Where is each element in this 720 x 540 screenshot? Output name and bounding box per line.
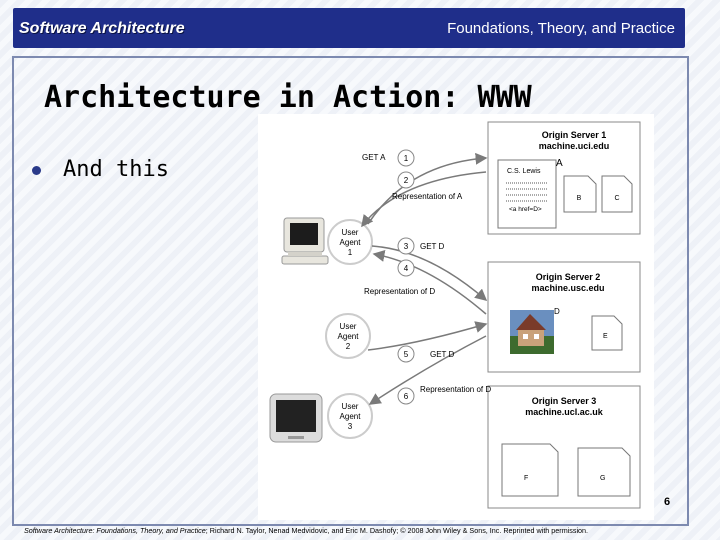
message-get-d-1: GET D — [420, 242, 445, 251]
footer-credit: Software Architecture: Foundations, Theo… — [24, 526, 588, 535]
document-g — [578, 448, 630, 496]
diagram-svg: Origin Server 1 machine.uci.edu A C.S. L… — [258, 114, 654, 520]
page-number: 6 — [664, 496, 670, 508]
document-f-label: F — [524, 475, 528, 482]
user-agent-1-node: User Agent 1 — [328, 220, 372, 264]
book-subtitle: Foundations, Theory, and Practice — [447, 20, 675, 37]
message-rep-d-2: Representation of D — [420, 385, 491, 394]
origin-server-2-name: Origin Server 2 — [536, 272, 601, 282]
svg-text:1: 1 — [404, 154, 409, 163]
bullet-text: And this — [63, 157, 169, 182]
document-a-title: C.S. Lewis — [507, 168, 541, 175]
origin-server-1-name: Origin Server 1 — [542, 130, 607, 140]
svg-text:2: 2 — [404, 176, 409, 185]
message-rep-d-1: Representation of D — [364, 287, 435, 296]
user-agent-2-node: User Agent 2 — [326, 314, 370, 358]
origin-server-3-host: machine.ucl.ac.uk — [525, 407, 604, 417]
book-title: Software Architecture — [19, 20, 185, 38]
computer-1-icon — [282, 218, 328, 264]
document-b-label: B — [577, 195, 582, 202]
footer-authors: ; Richard N. Taylor, Nenad Medvidovic, a… — [206, 526, 588, 535]
svg-text:2: 2 — [346, 342, 351, 351]
svg-text:User: User — [342, 402, 359, 411]
message-rep-a: Representation of A — [392, 192, 463, 201]
svg-text:Agent: Agent — [338, 332, 360, 341]
document-g-label: G — [600, 475, 605, 482]
svg-text:4: 4 — [404, 264, 409, 273]
document-b — [564, 176, 596, 212]
message-get-d-2: GET D — [430, 350, 455, 359]
bullet-item: And this — [32, 157, 169, 182]
document-a-link: <a href=D> — [509, 206, 542, 213]
document-a-label: A — [556, 158, 563, 169]
document-c-label: C — [614, 195, 619, 202]
svg-text:1: 1 — [348, 248, 353, 257]
svg-text:Agent: Agent — [340, 412, 362, 421]
svg-text:6: 6 — [404, 392, 409, 401]
svg-text:User: User — [340, 322, 357, 331]
step-6-badge: 6 — [398, 388, 414, 404]
bullet-dot-icon — [32, 166, 41, 175]
slide-header: Software Architecture Foundations, Theor… — [13, 8, 685, 48]
svg-text:Agent: Agent — [340, 238, 362, 247]
svg-text:User: User — [342, 228, 359, 237]
document-f — [502, 444, 558, 496]
footer-book-title: Software Architecture: Foundations, Theo… — [24, 526, 206, 535]
step-5-badge: 5 — [398, 346, 414, 362]
document-c — [602, 176, 632, 212]
message-get-a: GET A — [362, 153, 386, 162]
svg-text:3: 3 — [348, 422, 353, 431]
step-3-badge: 3 — [398, 238, 414, 254]
www-diagram: Origin Server 1 machine.uci.edu A C.S. L… — [258, 114, 654, 520]
computer-3-icon — [270, 394, 322, 442]
origin-server-1-host: machine.uci.edu — [539, 141, 610, 151]
origin-server-2-host: machine.usc.edu — [531, 283, 604, 293]
house-photo-icon — [510, 310, 554, 354]
user-agent-3-node: User Agent 3 — [328, 394, 372, 438]
document-e-label: E — [603, 333, 608, 340]
step-1-badge: 1 — [398, 150, 414, 166]
svg-text:5: 5 — [404, 350, 409, 359]
step-2-badge: 2 — [398, 172, 414, 188]
origin-server-3-name: Origin Server 3 — [532, 396, 597, 406]
request-arrow-1 — [368, 158, 486, 224]
step-4-badge: 4 — [398, 260, 414, 276]
document-d-label: D — [554, 307, 560, 316]
svg-text:3: 3 — [404, 242, 409, 251]
slide-title: Architecture in Action: WWW — [44, 80, 532, 115]
